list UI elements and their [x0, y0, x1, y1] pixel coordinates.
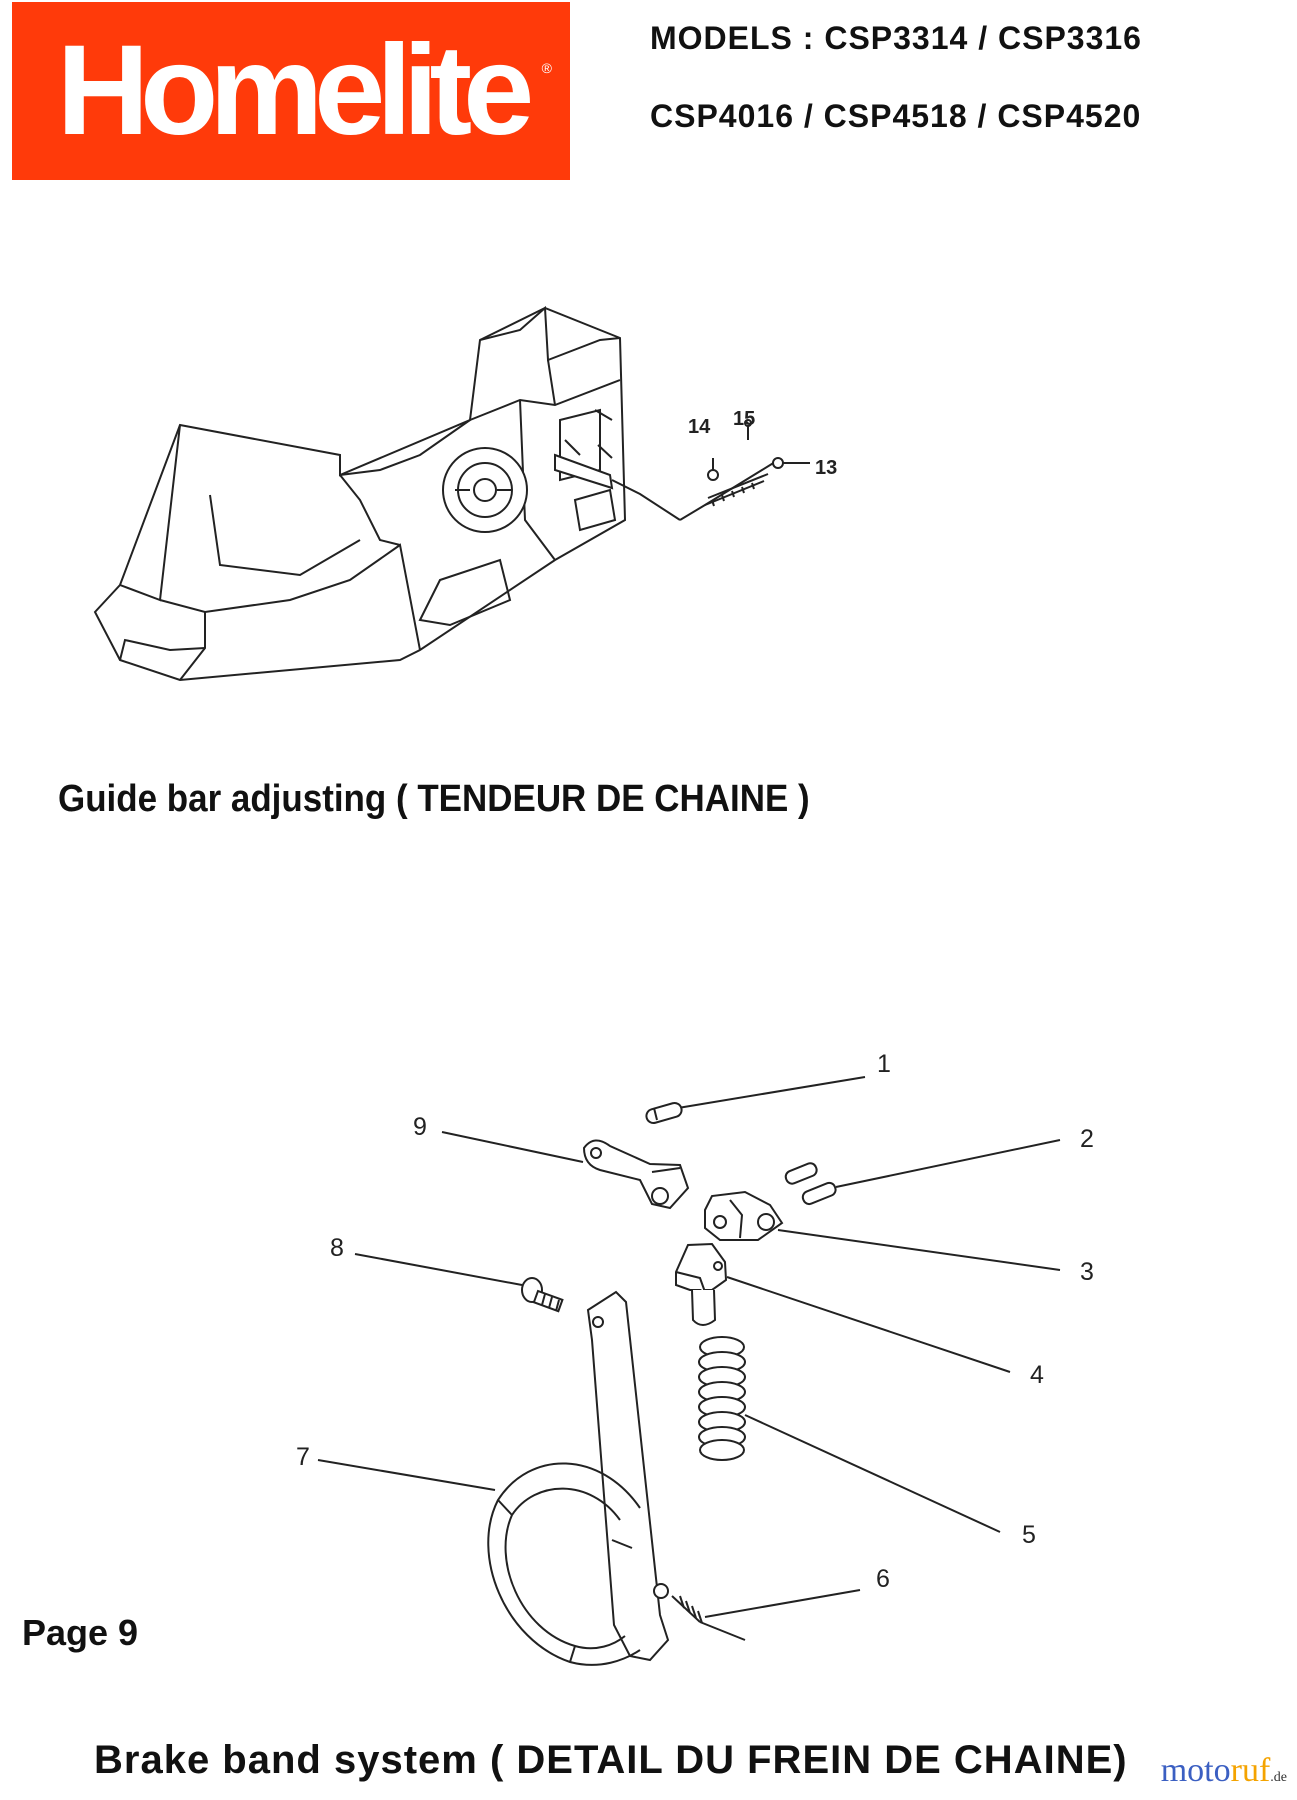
callout-5: 5 — [1022, 1521, 1036, 1549]
part-8-screw — [521, 1277, 564, 1313]
part-7-brake-band — [487, 1462, 641, 1666]
brake-parts-drawing — [487, 1101, 837, 1666]
watermark-suffix: .de — [1270, 1770, 1287, 1785]
callout-3: 3 — [1080, 1258, 1094, 1286]
part-1-pin — [645, 1101, 683, 1125]
part-4-plunger — [675, 1242, 728, 1326]
callout-15: 15 — [733, 408, 755, 430]
part-2-pins — [784, 1162, 837, 1206]
callout-9: 9 — [413, 1113, 427, 1141]
callout-1: 1 — [877, 1050, 891, 1078]
part-6-spring — [671, 1595, 746, 1641]
models-line-1: MODELS : CSP3314 / CSP3316 — [650, 20, 1142, 56]
callout-2: 2 — [1080, 1125, 1094, 1153]
callout-6: 6 — [876, 1565, 890, 1593]
callout-14: 14 — [688, 416, 711, 438]
part-9-lever — [582, 1139, 690, 1210]
callout-4: 4 — [1030, 1361, 1044, 1389]
registered-mark: ® — [541, 60, 552, 76]
watermark: motoruf.de — [1161, 1752, 1287, 1790]
brake-band-caption: Brake band system ( DETAIL DU FREIN DE C… — [94, 1738, 1128, 1782]
brand-name: Homelite — [56, 19, 535, 162]
page-number: Page 9 — [22, 1612, 139, 1653]
callout-7: 7 — [296, 1443, 310, 1471]
chainsaw-housing-drawing — [93, 305, 810, 682]
callout-13: 13 — [815, 457, 837, 479]
homelite-logo: Homelite ® — [12, 2, 570, 180]
callout-8: 8 — [330, 1234, 344, 1262]
watermark-part-1: moto — [1160, 1752, 1231, 1789]
callout-leader-lines — [317, 1076, 1061, 1618]
part-3-bracket — [704, 1190, 784, 1241]
part-5-spring — [698, 1336, 746, 1461]
watermark-part-2: ruf — [1230, 1752, 1271, 1789]
guide-bar-caption: Guide bar adjusting ( TENDEUR DE CHAINE … — [58, 778, 810, 820]
models-line-2: CSP4016 / CSP4518 / CSP4520 — [650, 98, 1142, 134]
part-band-arm — [586, 1290, 670, 1662]
